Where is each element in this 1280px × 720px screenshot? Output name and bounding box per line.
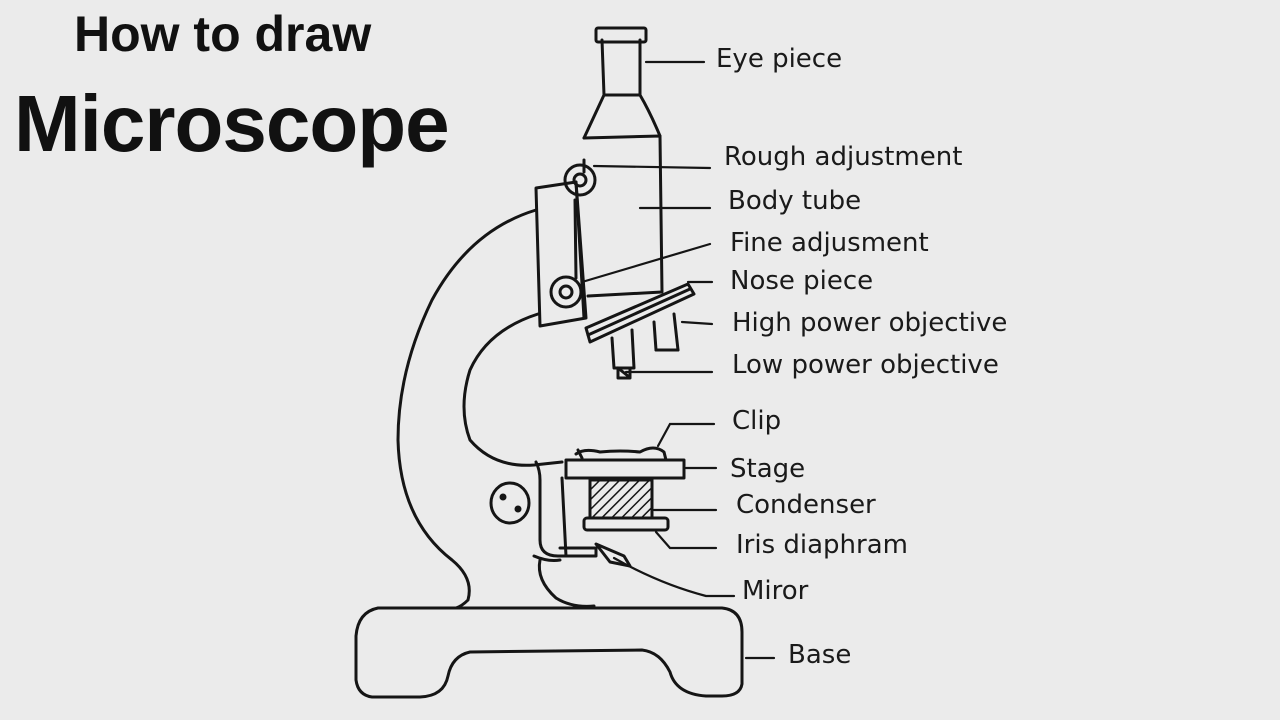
mirror-bracket [558,546,598,558]
label-base: Base [788,640,852,670]
arm-shape [396,208,538,610]
label-clip: Clip [732,406,782,436]
eyepiece-tube [582,38,662,140]
mirror [594,542,632,568]
label-fine-adjustment: Fine adjusment [730,228,929,258]
title-line-1: How to draw [74,6,372,62]
stage [564,458,686,480]
side-knob [489,481,531,525]
body-tube [582,134,664,298]
label-stage: Stage [730,454,806,484]
arm-lower-back [532,554,596,608]
high-power-objective [652,312,680,352]
rack-block [534,180,588,328]
nose-piece [584,282,696,344]
low-power-objective [610,328,636,370]
label-eye-piece: Eye piece [716,44,843,74]
base-shape [354,606,744,699]
label-high-power-objective: High power objective [732,308,1008,338]
iris-diaphragm [582,516,670,532]
fine-adjustment-knob [549,275,583,309]
label-rough-adjustment: Rough adjustment [724,142,963,172]
label-iris-diaphragm: Iris diaphram [736,530,908,560]
condenser [588,478,654,520]
label-condenser: Condenser [736,490,876,520]
clip [574,446,668,462]
label-low-power-objective: Low power objective [732,350,999,380]
label-body-tube: Body tube [728,186,862,216]
arm-inner-shape [462,312,564,467]
eyepiece-cap [594,26,648,44]
rough-adjustment-knob [563,163,597,197]
label-nose-piece: Nose piece [730,266,874,296]
title-line-2: Microscope [14,79,450,168]
arm-lower-shape [534,460,564,558]
label-mirror: Miror [742,576,809,606]
